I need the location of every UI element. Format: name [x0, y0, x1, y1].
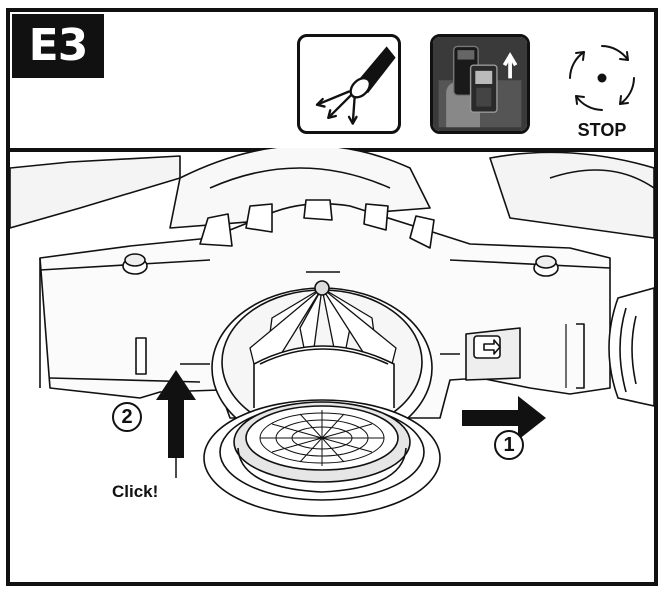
flashlight-icon [297, 34, 401, 134]
callout-2: 2 [112, 402, 142, 432]
blade-stop-icon [562, 38, 642, 146]
click-annotation: Click! [112, 482, 159, 501]
stop-label: STOP [577, 120, 627, 140]
mower-underside-illustration [10, 148, 654, 582]
step-badge: E3 [12, 14, 104, 78]
instruction-panel: E3 [6, 8, 658, 586]
remove-battery-icon [430, 34, 530, 134]
callout-1: 1 [494, 430, 524, 460]
panel-header: E3 [10, 12, 654, 152]
